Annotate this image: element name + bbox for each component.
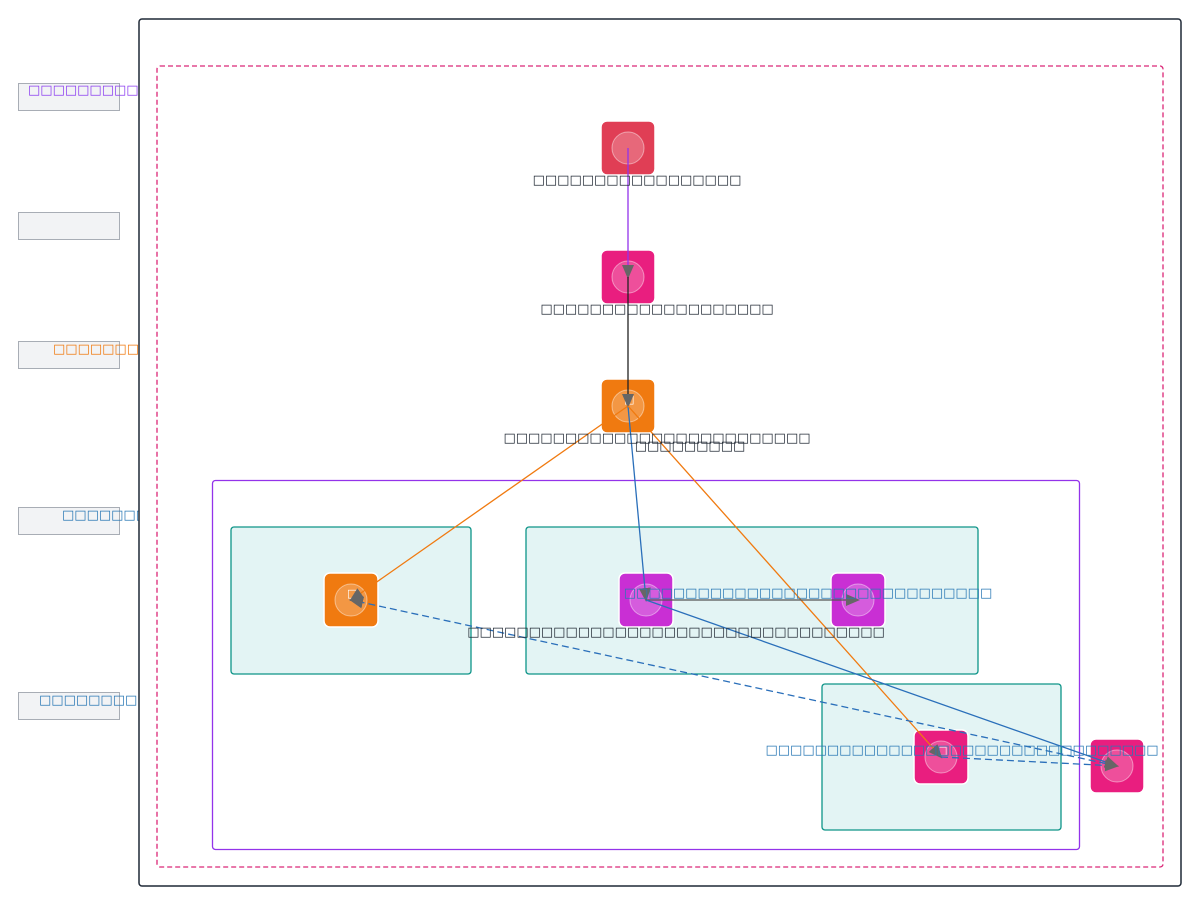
edge-n3-n5[interactable] — [627, 405, 651, 602]
edge-n5-n8[interactable] — [645, 599, 1119, 768]
node-label-n2: □□□□□□□□□□□□□□□□□□□ — [540, 302, 773, 317]
legend-item — [18, 212, 120, 240]
edge-label-n5-n6: □□□□□□□□□□□□□□□□□□□□□□□□□□□□□□ — [624, 586, 992, 601]
edge-label-n7-n8: □□□□□□□□□□□□□□□□□□□□□□□□□□□□□□□□ — [765, 743, 1158, 758]
node-label-n3: □□□□□□□□□□□□□□□□□□□□□□□□□ — [503, 431, 810, 446]
legend-swatch — [18, 507, 120, 535]
node-label-n1: □□□□□□□□□□□□□□□□□ — [533, 173, 742, 188]
edge-n3-n7[interactable] — [627, 405, 943, 759]
legend-swatch — [18, 692, 120, 720]
legend-item: □□□□□□□□□□ — [18, 83, 151, 111]
edge-n8-n4[interactable] — [349, 596, 1118, 767]
legend-swatch — [18, 341, 120, 369]
legend-swatch — [18, 83, 120, 111]
legend-swatch — [18, 212, 120, 240]
edge-n7-n8[interactable] — [940, 756, 1119, 772]
node-label-n5: □□□□□□□□□□□□□□□□□□□□□□□□□□□□□□□□□□ — [467, 625, 885, 640]
node-glyph: □ — [624, 393, 634, 406]
legend: □□□□□□□□□□ □□□□□□□□□□□ □□□□□□□□□ □□□□□□□… — [18, 83, 211, 720]
legend-label: □□□□□□□□□□ — [28, 83, 151, 98]
dashed-frame — [156, 65, 1164, 868]
edge-label-n3-n4: □□□□□□□□□ — [635, 439, 746, 454]
node-glyph: □ — [347, 587, 357, 600]
edge-n3-n4[interactable] — [349, 405, 629, 602]
